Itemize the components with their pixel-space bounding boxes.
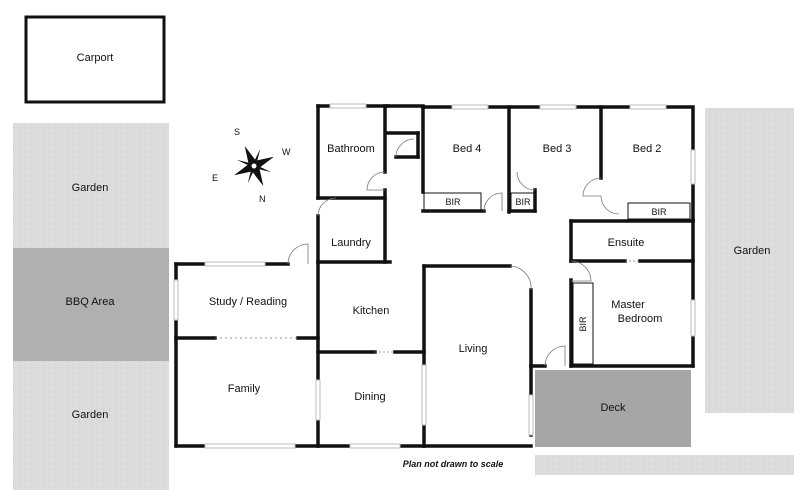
label-bir-master: BIR bbox=[578, 316, 588, 332]
door-swings bbox=[215, 138, 640, 367]
compass-e: E bbox=[212, 173, 218, 183]
label-bed2: Bed 2 bbox=[633, 143, 662, 155]
carport-outline bbox=[24, 15, 166, 104]
label-bir-bed4: BIR bbox=[445, 197, 461, 207]
label-garden-top: Garden bbox=[72, 182, 109, 194]
label-master-line2: Bedroom bbox=[618, 313, 663, 325]
label-deck: Deck bbox=[600, 402, 626, 414]
label-dining: Dining bbox=[354, 391, 385, 403]
label-bathroom: Bathroom bbox=[327, 143, 375, 155]
label-living: Living bbox=[459, 343, 488, 355]
label-laundry: Laundry bbox=[331, 237, 371, 249]
compass-n: N bbox=[259, 194, 266, 204]
windows bbox=[173, 103, 696, 449]
label-bed4: Bed 4 bbox=[453, 143, 482, 155]
label-bir-bed3: BIR bbox=[515, 197, 531, 207]
label-bbq-area: BBQ Area bbox=[66, 296, 116, 308]
bbq-area bbox=[13, 248, 169, 361]
label-ensuite: Ensuite bbox=[608, 237, 645, 249]
label-kitchen: Kitchen bbox=[353, 305, 390, 317]
compass-s: S bbox=[234, 127, 240, 137]
label-family: Family bbox=[228, 383, 261, 395]
label-garden-bottom: Garden bbox=[72, 409, 109, 421]
garden-right-area bbox=[705, 108, 794, 413]
label-master-line1: Master bbox=[611, 299, 645, 311]
compass-rose-icon bbox=[234, 146, 274, 186]
label-study: Study / Reading bbox=[209, 296, 287, 308]
scale-note: Plan not drawn to scale bbox=[403, 459, 504, 469]
garden-bottom-area bbox=[13, 361, 169, 490]
label-bir-bed2: BIR bbox=[651, 207, 667, 217]
compass-w: W bbox=[282, 147, 291, 157]
path-strip bbox=[535, 455, 794, 475]
label-carport: Carport bbox=[77, 52, 114, 64]
label-garden-right: Garden bbox=[734, 245, 771, 257]
label-bed3: Bed 3 bbox=[543, 143, 572, 155]
garden-top-area bbox=[13, 123, 169, 248]
deck-area bbox=[535, 370, 691, 447]
